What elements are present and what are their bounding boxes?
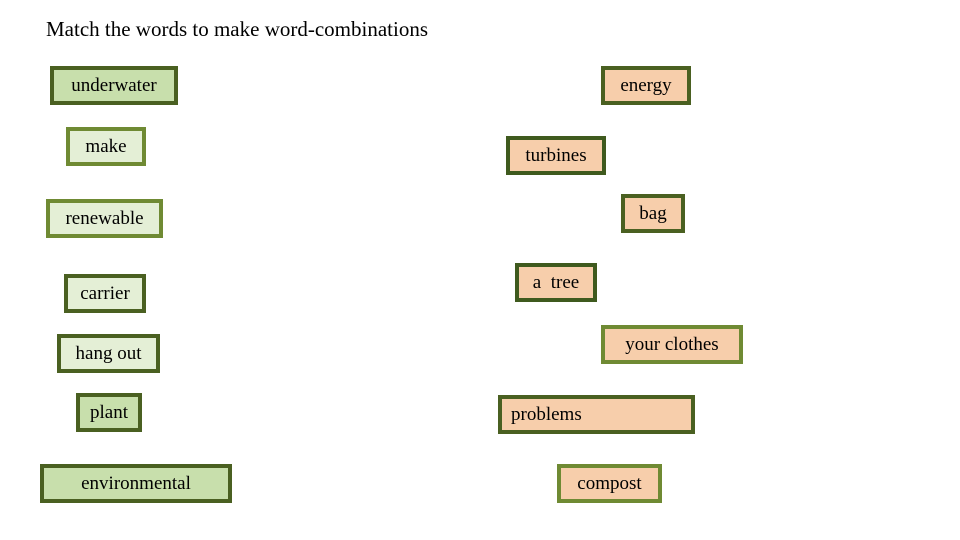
word-box-renewable[interactable]: renewable (46, 199, 163, 238)
word-box-a-tree[interactable]: a tree (515, 263, 597, 302)
word-box-underwater[interactable]: underwater (50, 66, 178, 105)
word-box-hang-out[interactable]: hang out (57, 334, 160, 373)
word-box-make[interactable]: make (66, 127, 146, 166)
word-box-your-clothes[interactable]: your clothes (601, 325, 743, 364)
word-box-environmental[interactable]: environmental (40, 464, 232, 503)
word-box-carrier[interactable]: carrier (64, 274, 146, 313)
word-box-problems[interactable]: problems (498, 395, 695, 434)
word-box-compost[interactable]: compost (557, 464, 662, 503)
word-box-turbines[interactable]: turbines (506, 136, 606, 175)
word-box-energy[interactable]: energy (601, 66, 691, 105)
word-box-bag[interactable]: bag (621, 194, 685, 233)
page-title: Match the words to make word-combination… (46, 17, 428, 41)
word-box-plant[interactable]: plant (76, 393, 142, 432)
